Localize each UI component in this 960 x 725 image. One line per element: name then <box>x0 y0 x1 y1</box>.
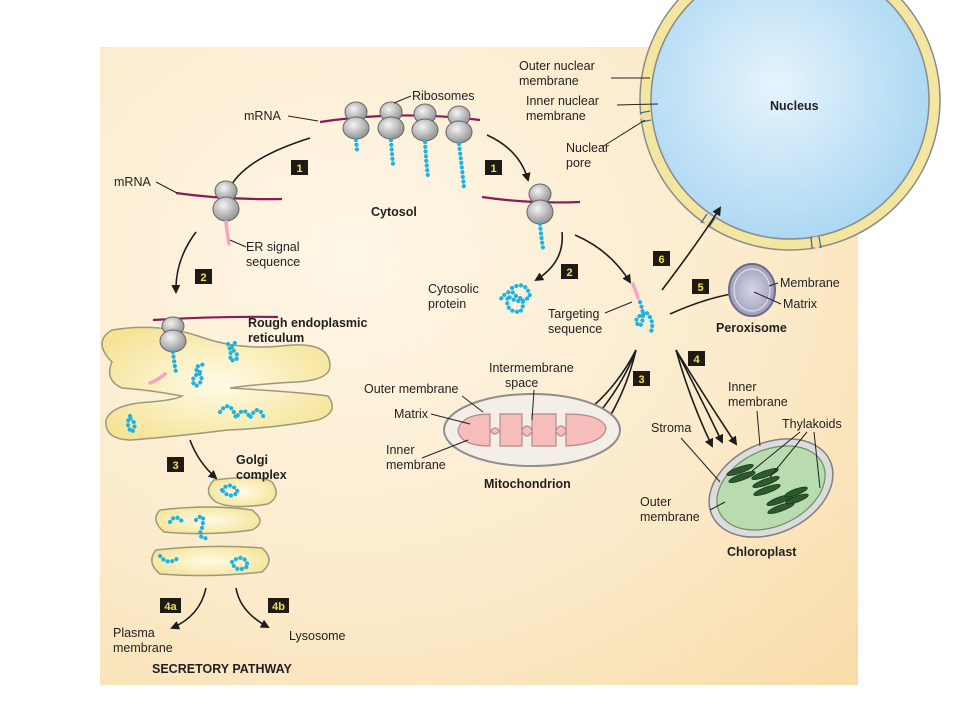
thylakoids-label: Thylakoids <box>782 417 842 431</box>
step-badge-2-cytosol: 2 <box>561 264 578 279</box>
step-badge-1-right: 1 <box>485 160 502 175</box>
peroxisome <box>728 263 776 317</box>
nuclear-pores <box>639 113 819 250</box>
svg-text:6: 6 <box>658 254 664 266</box>
svg-text:4b: 4b <box>272 601 285 613</box>
mrna-top-label: mRNA <box>244 109 281 123</box>
peroxisome-membrane-label: Membrane <box>780 276 840 290</box>
mitochondrion <box>443 393 621 467</box>
step-badge-5: 5 <box>692 279 709 294</box>
step-badge-1-left: 1 <box>291 160 308 175</box>
step-badge-3-mito: 3 <box>633 371 650 386</box>
svg-text:2: 2 <box>566 267 572 279</box>
rough-er <box>101 315 333 441</box>
nucleus: Nucleus <box>639 0 941 251</box>
ribosome <box>411 103 439 142</box>
mrna-strand-right <box>481 195 581 204</box>
peroxisome-matrix-label: Matrix <box>783 297 818 311</box>
svg-text:4a: 4a <box>164 601 177 613</box>
chloroplast-label: Chloroplast <box>727 545 797 559</box>
targeted-protein <box>631 282 655 337</box>
secretory-pathway-label: SECRETORY PATHWAY <box>152 662 293 676</box>
svg-text:3: 3 <box>638 374 644 386</box>
svg-text:1: 1 <box>490 163 496 175</box>
svg-text:5: 5 <box>697 282 703 294</box>
cytosolic-protein <box>497 283 533 315</box>
ribosome <box>377 101 405 140</box>
polysome <box>319 101 481 191</box>
step-badge-4b: 4b <box>268 598 289 613</box>
svg-text:4: 4 <box>693 354 700 366</box>
ribosome <box>342 101 370 140</box>
step-badge-2-er: 2 <box>195 269 212 284</box>
stroma-label: Stroma <box>651 421 691 435</box>
step-badge-4a: 4a <box>160 598 181 613</box>
svg-text:3: 3 <box>172 460 178 472</box>
step-badge-4: 4 <box>688 351 705 366</box>
mitochondrion-label: Mitochondrion <box>484 477 571 491</box>
ribosome <box>526 183 554 225</box>
mrna-left-label: mRNA <box>114 175 151 189</box>
peroxisome-label: Peroxisome <box>716 321 787 335</box>
ribosomes-label: Ribosomes <box>412 89 475 103</box>
svg-text:1: 1 <box>296 163 302 175</box>
golgi-complex <box>151 476 277 577</box>
step-badge-6: 6 <box>653 251 670 266</box>
svg-text:2: 2 <box>200 272 206 284</box>
chloroplast <box>708 438 834 538</box>
ribosome <box>212 180 240 222</box>
cytosol-label: Cytosol <box>371 205 417 219</box>
nucleus-label: Nucleus <box>770 99 819 113</box>
ribosome <box>445 105 473 144</box>
step-badge-3-golgi: 3 <box>167 457 184 472</box>
mito-outer-membrane-label: Outer membrane <box>364 382 459 396</box>
mito-matrix-label: Matrix <box>394 407 429 421</box>
nucleus-interior <box>650 0 930 240</box>
lysosome-label: Lysosome <box>289 629 346 643</box>
er-signal-sequence <box>224 220 231 246</box>
